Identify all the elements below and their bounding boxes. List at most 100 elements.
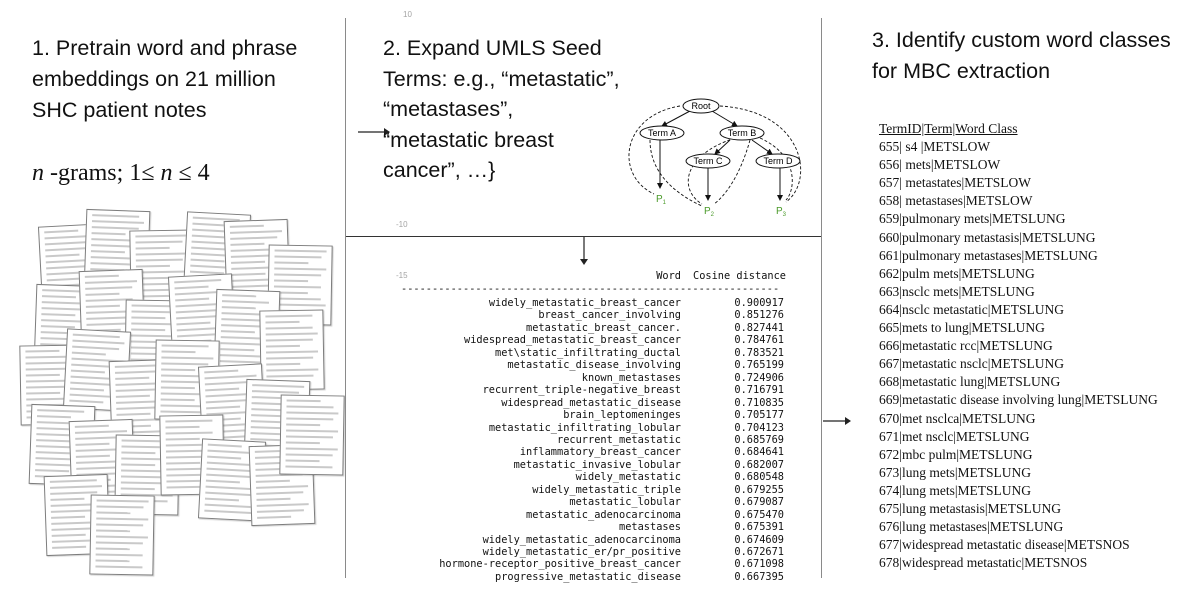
p1-label: P1 xyxy=(656,194,667,206)
cosine-cell: 0.765199 xyxy=(734,359,784,372)
term-cell: metastatic_infiltrating_lobular xyxy=(488,421,681,434)
cosine-cell: 0.675470 xyxy=(734,508,784,521)
table-row: metastatic_disease_involving 0.765199 xyxy=(401,359,786,371)
p3-label: P3 xyxy=(776,206,787,218)
term-cell: metastatic_disease_involving xyxy=(507,359,681,372)
list-item: 664|nsclc metastatic|METSLUNG xyxy=(879,301,1064,317)
word-class-list-title: TermID|Term|Word Class xyxy=(879,121,1018,136)
ontology-tree-diagram: Root Term A Term B Term C Term D P1 P2 P… xyxy=(610,96,820,226)
table-row: metastatic_infiltrating_lobular 0.704123 xyxy=(401,422,786,434)
term-c-node xyxy=(685,153,731,169)
ngram-tail: ≤ 4 xyxy=(172,160,210,186)
term-cell: widely_metastatic xyxy=(575,471,681,484)
list-item: 677|widespread metastatic disease|METSNO… xyxy=(879,537,1130,553)
table-row: widely_metastatic_adenocarcinoma 0.674609 xyxy=(401,534,786,546)
term-cell: brain_leptomeninges xyxy=(563,409,681,422)
ngram-middle: -grams; 1≤ xyxy=(44,160,161,186)
table-row: widely_metastatic 0.680548 xyxy=(401,471,786,483)
y-tick-10: 10 xyxy=(403,10,412,19)
cosine-cell: 0.704123 xyxy=(734,421,784,434)
cosine-cell: 0.684641 xyxy=(734,446,784,459)
cosine-cell: 0.672671 xyxy=(734,546,784,558)
cosine-cell: 0.675391 xyxy=(734,521,784,534)
term-cell: metastatic_breast_cancer. xyxy=(526,321,681,334)
cosine-cell: 0.671098 xyxy=(734,558,784,571)
list-item: 662|pulm mets|METSLUNG xyxy=(879,265,1035,281)
table-row: brain_leptomeninges 0.705177 xyxy=(401,409,786,421)
list-item: 676|lung metastases|METSLUNG xyxy=(879,519,1064,535)
root-label: Root xyxy=(691,101,711,111)
list-item: 668|metastatic lung|METSLUNG xyxy=(879,374,1061,390)
cosine-cell: 0.674609 xyxy=(734,533,784,546)
term-cell: recurrent_triple-negative_breast xyxy=(482,384,681,397)
term-a-label: Term A xyxy=(648,128,676,138)
list-item: 667|metastatic nsclc|METSLUNG xyxy=(879,356,1064,372)
cosine-cell: 0.900917 xyxy=(734,297,784,309)
arrow-right-icon-2 xyxy=(823,417,851,425)
term-cell: widely_metastatic_triple xyxy=(532,483,681,496)
y-tick-minus15: -15 xyxy=(396,271,408,280)
section-separator xyxy=(346,236,822,237)
list-item: 674|lung mets|METSLUNG xyxy=(879,482,1032,498)
patient-note-thumbnail xyxy=(259,309,325,391)
list-item: 656| mets|METSLOW xyxy=(879,157,1001,173)
table-row: inflammatory_breast_cancer 0.684641 xyxy=(401,446,786,458)
col-cosine-header: Cosine distance xyxy=(693,270,786,282)
term-cell: inflammatory_breast_cancer xyxy=(519,446,681,459)
term-b-node xyxy=(719,125,765,141)
cosine-cell: 0.851276 xyxy=(734,309,784,322)
divider-1 xyxy=(345,18,346,578)
list-item: 658| metastases|METSLOW xyxy=(879,193,1033,209)
term-cell: widely_metastatic_er/pr_positive xyxy=(482,546,681,558)
table-row: met\static_infiltrating_ductal 0.783521 xyxy=(401,347,786,359)
term-cell: widespread_metastatic_breast_cancer xyxy=(464,334,681,347)
ngram-n: n xyxy=(32,160,44,186)
list-item: 678|widespread metastatic|METSNOS xyxy=(879,555,1088,571)
list-item: 666|metastatic rcc|METSLUNG xyxy=(879,338,1053,354)
term-d-label: Term D xyxy=(764,156,794,166)
cosine-cell: 0.679087 xyxy=(734,496,784,509)
term-cell: progressive_metastatic_disease xyxy=(495,570,681,583)
term-cell: breast_cancer_involving xyxy=(538,309,681,322)
step2-heading: 2. Expand UMLS Seed Terms: e.g., “metast… xyxy=(383,36,620,182)
cosine-cell: 0.680548 xyxy=(734,471,784,484)
list-item: 660|pulmonary metastasis|METSLUNG xyxy=(879,229,1096,245)
patient-notes-collage xyxy=(10,205,345,585)
term-cell: widely_metastatic_breast_cancer xyxy=(488,297,681,309)
term-cell: widely_metastatic_adenocarcinoma xyxy=(482,533,681,546)
cosine-cell: 0.685769 xyxy=(734,433,784,446)
y-tick-minus10: -10 xyxy=(396,220,408,229)
cosine-cell: 0.667395 xyxy=(734,570,784,583)
cosine-cell: 0.710835 xyxy=(734,396,784,409)
term-cell: metastatic_adenocarcinoma xyxy=(526,508,681,521)
term-a-node xyxy=(639,125,685,141)
panel-expand-seed-terms: 10 -10 -15 2. Expand UMLS Seed Terms: e.… xyxy=(346,0,822,590)
term-cell: metastatic_lobular xyxy=(569,496,681,509)
patient-note-thumbnail xyxy=(89,494,155,576)
cosine-cell: 0.827441 xyxy=(734,321,784,334)
cosine-cell: 0.783521 xyxy=(734,346,784,359)
term-cell: metastatic_invasive_lobular xyxy=(513,458,681,471)
table-row: metastases 0.675391 xyxy=(401,521,786,533)
list-item: 655| s4 |METSLOW xyxy=(879,139,991,154)
list-item: 663|nsclc mets|METSLUNG xyxy=(879,283,1035,299)
ontology-tree-svg: Root Term A Term B Term C Term D P1 P2 P… xyxy=(628,98,801,218)
term-cell: known_metastases xyxy=(581,371,681,384)
ngram-n-2: n xyxy=(160,160,173,186)
list-item: 665|mets to lung|METSLUNG xyxy=(879,320,1045,335)
cosine-cell: 0.716791 xyxy=(734,384,784,397)
table-row: metastatic_lobular 0.679087 xyxy=(401,496,786,508)
term-cell: metastases xyxy=(619,521,681,534)
list-item: 670|met nsclca|METSLUNG xyxy=(879,410,1036,426)
list-item: 675|lung metastasis|METSLUNG xyxy=(879,501,1062,516)
term-c-label: Term C xyxy=(694,156,724,166)
cosine-cell: 0.705177 xyxy=(734,409,784,422)
table-row: breast_cancer_involving 0.851276 xyxy=(401,309,786,321)
term-cell: met\static_infiltrating_ductal xyxy=(495,346,681,359)
list-item: 671|met nsclc|METSLUNG xyxy=(879,428,1030,444)
